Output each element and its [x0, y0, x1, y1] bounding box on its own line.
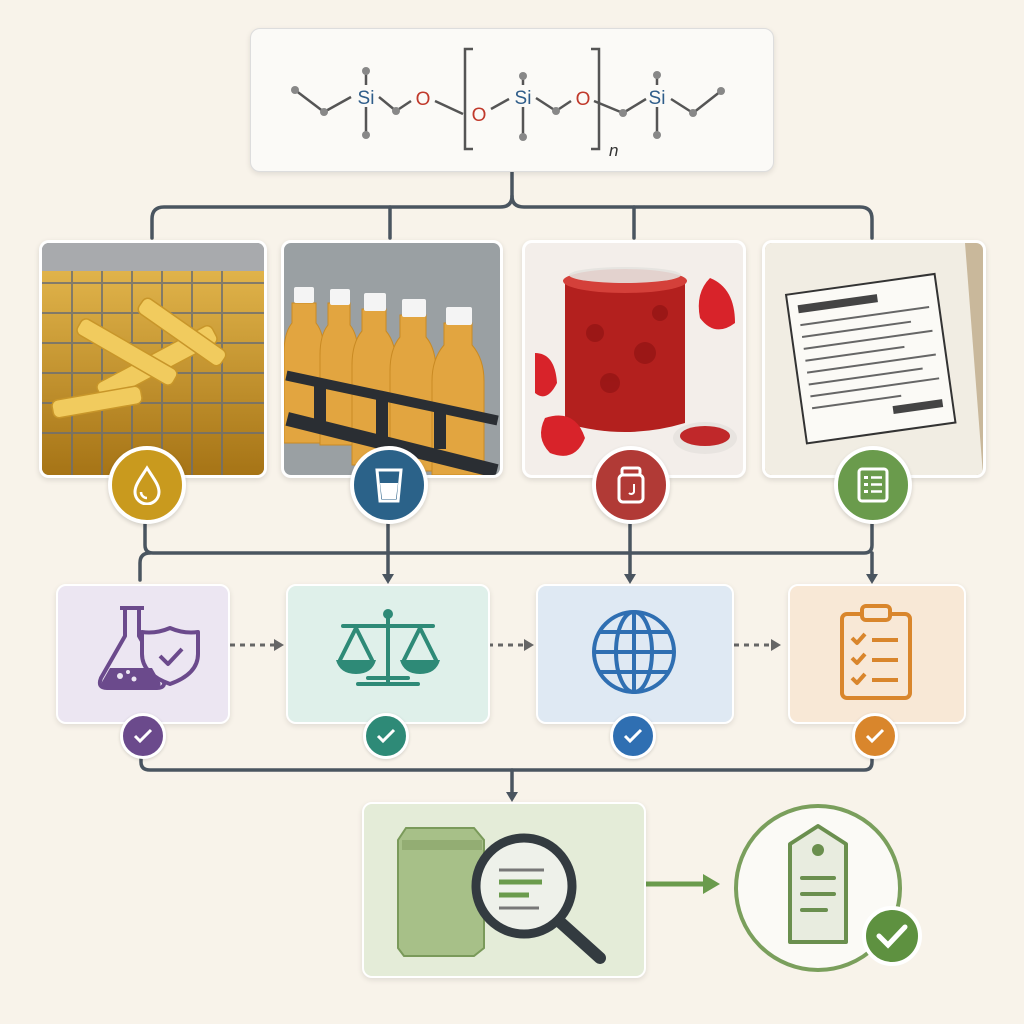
approved-result — [730, 800, 922, 980]
jam-photo — [522, 240, 746, 478]
globe-icon — [592, 610, 676, 694]
magnifier-package-icon — [397, 827, 606, 964]
droplet-icon-badge — [108, 446, 186, 524]
o-atom: O — [416, 89, 431, 110]
glass-icon — [375, 468, 403, 503]
international-standards-card — [536, 584, 734, 724]
droplet-icon — [133, 465, 161, 505]
siloxane-formula-card: Si O O Si O Si n — [250, 28, 774, 172]
beverages-photo — [281, 240, 503, 478]
approved-tag-icon — [734, 804, 922, 972]
repeat-subscript: n — [609, 141, 618, 160]
standards-check-icon — [610, 713, 656, 759]
regulatory-limits-card — [286, 584, 490, 724]
polysiloxane-structure: Si O O Si O Si n — [291, 47, 725, 160]
list-icon-badge — [834, 446, 912, 524]
jar-icon — [617, 466, 645, 504]
product-inspection-card — [362, 802, 646, 978]
si-atom: Si — [358, 88, 375, 109]
safety-assessment-card — [56, 584, 230, 724]
list-icon — [857, 467, 889, 503]
flask-shield-icon — [97, 606, 200, 690]
frying-oil-photo — [39, 240, 267, 478]
food-label-photo — [762, 240, 986, 478]
safety-check-icon — [120, 713, 166, 759]
clipboard-icon — [840, 604, 912, 700]
si-atom: Si — [515, 88, 532, 109]
checklist-check-icon — [852, 713, 898, 759]
compliance-checklist-card — [788, 584, 966, 724]
glass-icon-badge — [350, 446, 428, 524]
o-atom: O — [472, 105, 487, 126]
o-atom: O — [576, 89, 591, 110]
si-atom: Si — [649, 88, 666, 109]
jar-icon-badge — [592, 446, 670, 524]
regulatory-check-icon — [363, 713, 409, 759]
balance-scale-icon — [336, 609, 440, 686]
